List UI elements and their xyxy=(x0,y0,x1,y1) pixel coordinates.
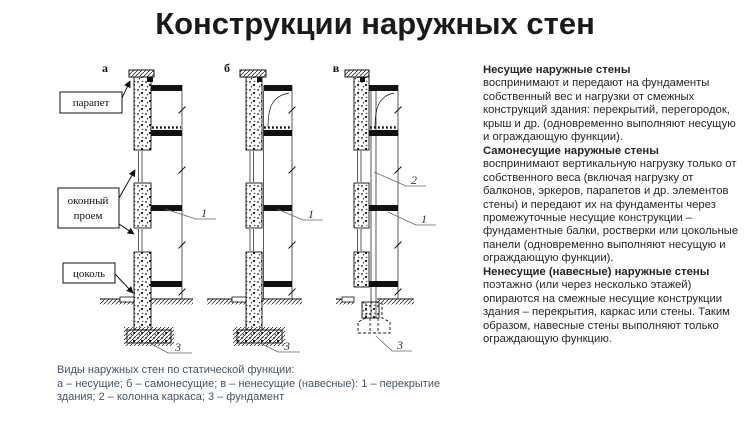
callout-number-foundation: 3 xyxy=(174,340,181,354)
definition-self-bearing-walls: Самонесущие наружные стены воспринимают … xyxy=(483,145,745,266)
foundation xyxy=(233,327,285,346)
interior-reference-line xyxy=(178,85,186,299)
diagram-self-bearing-wall: б xyxy=(207,61,323,353)
definitions-panel: Несущие наружные стены воспринимают и пе… xyxy=(483,64,745,347)
callout-column: 2 xyxy=(373,171,426,187)
label-window-text-2: проем xyxy=(74,210,103,222)
diagram-bearing-wall: а xyxy=(57,61,216,354)
definition-body: поэтажно (или через несколько этажей) оп… xyxy=(483,279,730,346)
ground-line xyxy=(100,296,193,305)
label-window-opening: оконный проем xyxy=(57,169,136,235)
callout-number-foundation: 3 xyxy=(283,339,290,353)
definition-body: воспринимают вертикальную нагрузку тольк… xyxy=(483,158,739,265)
ground-line xyxy=(207,296,302,305)
callout-foundation: 3 xyxy=(147,340,192,354)
caption-line-1: Виды наружных стен по статической функци… xyxy=(57,364,295,376)
floor-slabs xyxy=(263,85,292,287)
diagram-letter-a: а xyxy=(102,61,108,75)
interior-reference-line xyxy=(394,85,402,299)
column-footing xyxy=(357,301,391,334)
roof-membrane-curve xyxy=(374,92,395,128)
window-frames xyxy=(357,151,362,251)
label-plinth-text: цоколь xyxy=(73,268,105,280)
definition-bearing-walls: Несущие наружные стены воспринимают и пе… xyxy=(483,64,745,145)
callout-number-foundation: 3 xyxy=(396,338,403,352)
definition-heading: Самонесущие наружные стены xyxy=(483,144,659,157)
definition-curtain-walls: Ненесущие (навесные) наружные стены поэт… xyxy=(483,266,745,347)
wall-sections-figure: а xyxy=(57,61,436,354)
parapet-coping xyxy=(128,69,155,78)
ground-line xyxy=(336,296,414,305)
foundation xyxy=(124,327,174,346)
callout-floor: 1 xyxy=(276,207,323,221)
definition-heading: Несущие наружные стены xyxy=(483,64,631,76)
label-parapet: парапет xyxy=(59,80,131,114)
interior-reference-line xyxy=(288,85,296,299)
callout-number-floor: 1 xyxy=(421,212,427,226)
floor-slabs xyxy=(369,85,398,287)
parapet-coping xyxy=(344,69,370,78)
caption-line-2: а – несущие; б – самонесущие; в – ненесу… xyxy=(57,377,441,390)
figure-caption: Виды наружных стен по статической функци… xyxy=(57,364,457,405)
callout-floor: 1 xyxy=(164,206,216,220)
callout-number-floor: 1 xyxy=(308,207,314,221)
caption-line-3: здания; 2 – колонна каркаса; 3 – фундаме… xyxy=(57,391,285,403)
floor-slabs xyxy=(151,85,182,287)
wall-section xyxy=(245,76,263,331)
window-frames xyxy=(249,151,254,251)
definition-heading: Ненесущие (навесные) наружные стены xyxy=(483,265,710,278)
diagram-letter-b: б xyxy=(224,61,230,75)
definition-body: воспринимают и передают на фундаменты со… xyxy=(483,77,736,144)
callout-foundation: 3 xyxy=(257,339,300,353)
page-title: Конструкции наружных стен xyxy=(155,6,595,41)
callout-foundation: 3 xyxy=(375,335,412,352)
parapet-coping xyxy=(239,69,267,78)
roof-membrane-curve xyxy=(267,92,290,128)
wall-section xyxy=(353,76,370,288)
callout-floor: 1 xyxy=(387,211,436,226)
callout-number-floor: 1 xyxy=(201,206,207,220)
diagram-curtain-wall: в xyxy=(333,61,436,352)
window-frames xyxy=(138,151,143,251)
label-plinth: цоколь xyxy=(62,262,134,294)
label-parapet-text: парапет xyxy=(73,97,110,109)
wall-section xyxy=(133,76,152,331)
label-window-text-1: оконный xyxy=(68,195,109,207)
callout-number-column: 2 xyxy=(411,173,417,187)
diagram-letter-v: в xyxy=(333,61,340,75)
